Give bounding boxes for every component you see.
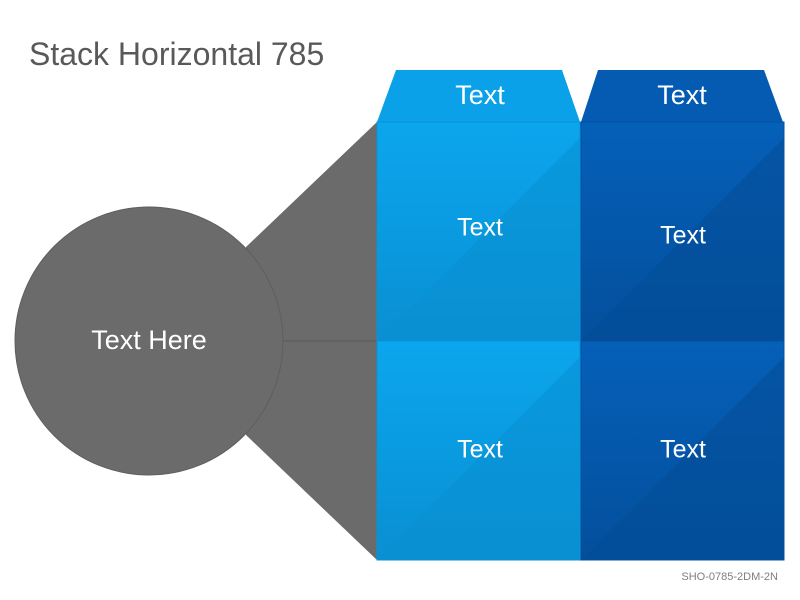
- cell-label-col1-row1: Text: [457, 214, 503, 242]
- cell-col2-row1: [580, 121, 785, 342]
- footer-code: SHO-0785-2DM-2N: [681, 571, 778, 583]
- column-header-label-1: Text: [455, 80, 505, 110]
- cell-label-col2-row1: Text: [660, 222, 706, 250]
- column-header-tab-1: [377, 70, 580, 122]
- column-header-tab-2: [581, 70, 783, 122]
- cell-col2-row2: [580, 340, 785, 561]
- cell-label-col1-row2: Text: [457, 436, 503, 464]
- column-header-label-2: Text: [657, 80, 707, 110]
- cell-col1-row2: [376, 340, 581, 561]
- cell-label-col2-row2: Text: [660, 436, 706, 464]
- source-circle: [14, 206, 284, 476]
- cell-col1-row1: [376, 121, 581, 342]
- circle-label: Text Here: [91, 325, 207, 355]
- page-title: Stack Horizontal 785: [29, 36, 325, 72]
